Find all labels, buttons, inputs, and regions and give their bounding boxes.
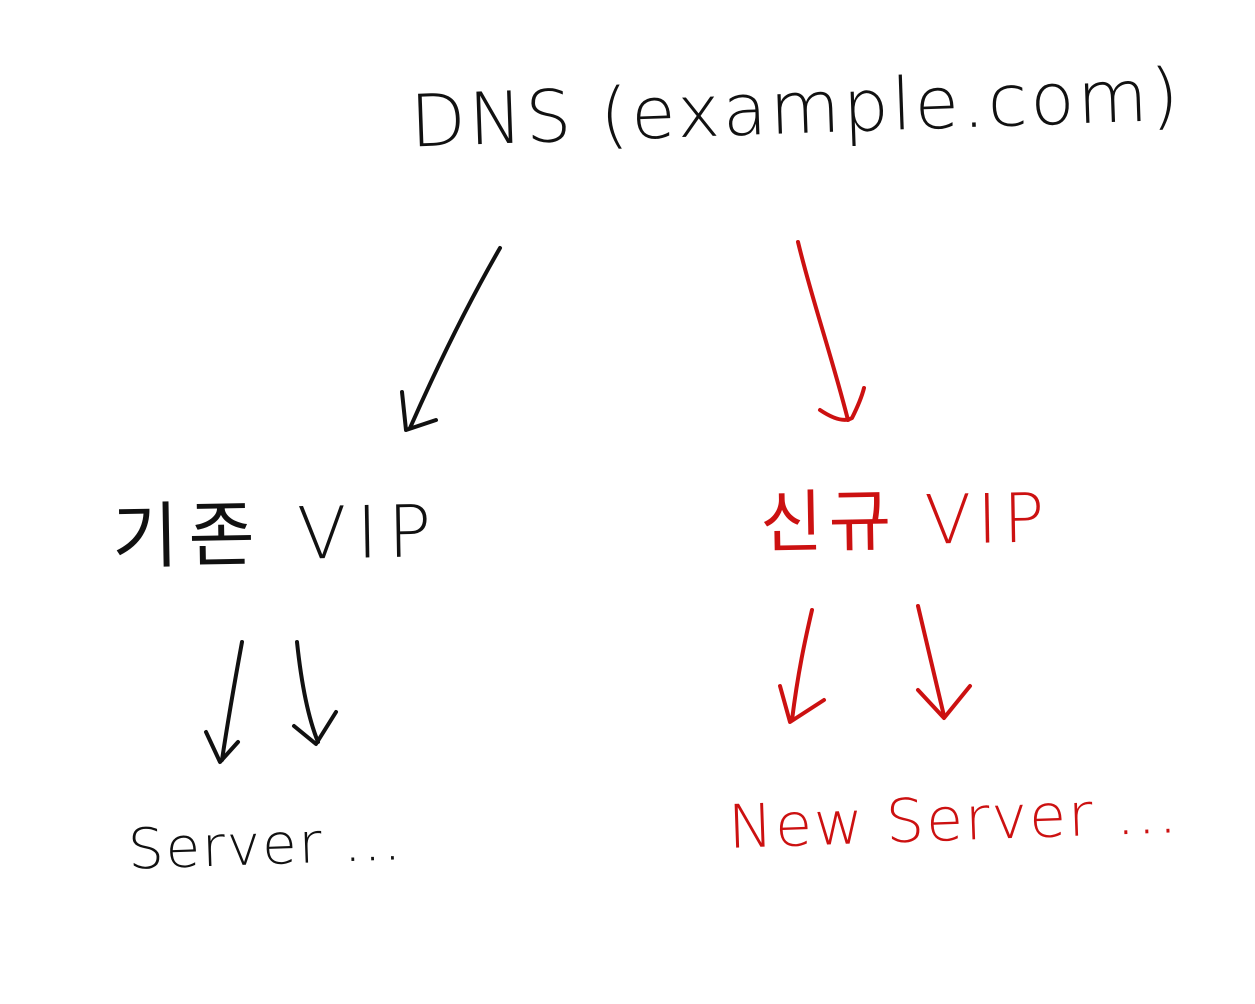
existing-server-label: Server ... xyxy=(126,808,404,883)
arrow-new-vip-to-server-1 xyxy=(778,608,826,724)
arrow-new-vip-to-server-2 xyxy=(916,604,972,720)
arrow-head xyxy=(292,710,338,746)
existing-vip-label: 기존 VIP xyxy=(111,489,442,579)
arrow-dns-to-new-vip xyxy=(796,240,866,422)
new-server-label: New Server ... xyxy=(726,777,1181,863)
arrow-shaft xyxy=(295,640,320,744)
arrow-dns-to-existing-vip xyxy=(400,246,502,432)
arrow-shaft xyxy=(220,640,244,762)
arrow-shaft xyxy=(408,246,502,430)
arrow-shaft xyxy=(790,608,814,722)
arrow-shaft xyxy=(796,240,850,422)
arrow-head xyxy=(204,730,240,764)
arrow-head xyxy=(916,684,972,720)
arrow-head xyxy=(818,386,866,422)
arrow-head xyxy=(400,390,438,432)
arrow-existing-vip-to-server-1 xyxy=(204,640,244,764)
new-vip-label: 신규 VIP xyxy=(759,479,1051,564)
arrow-existing-vip-to-server-2 xyxy=(292,640,338,746)
arrow-shaft xyxy=(916,604,946,718)
arrow-head xyxy=(778,684,826,724)
